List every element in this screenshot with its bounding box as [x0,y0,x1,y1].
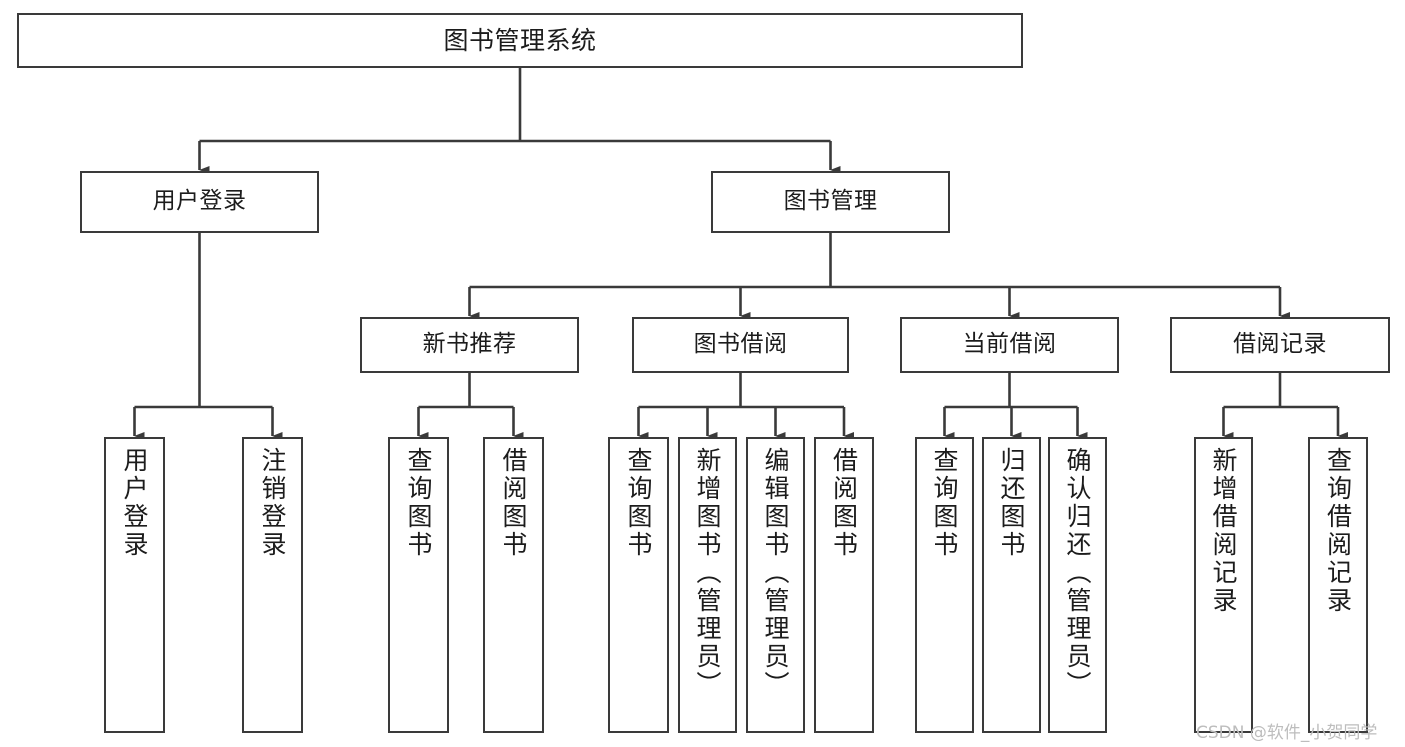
node-current[interactable]: 当前借阅 [900,317,1119,373]
node-leaf-edit-book[interactable]: 编辑图书（管理员） [746,437,805,733]
csdn-watermark: CSDN @软件_小贺同学 [1196,723,1378,743]
node-label-root: 图书管理系统 [443,25,597,55]
node-leaf-add-book[interactable]: 新增图书（管理员） [678,437,737,733]
node-label-leaf-borrow-book-2: 借阅图书 [829,447,859,559]
node-label-newbook: 新书推荐 [422,331,517,358]
node-records[interactable]: 借阅记录 [1170,317,1390,373]
node-label-leaf-query-record: 查询借阅记录 [1323,447,1353,615]
node-label-records: 借阅记录 [1233,331,1327,358]
node-borrow[interactable]: 图书借阅 [632,317,849,373]
node-newbook[interactable]: 新书推荐 [360,317,579,373]
node-root[interactable]: 图书管理系统 [17,13,1023,68]
node-label-leaf-user-login: 用户登录 [120,447,149,559]
node-leaf-query-book-1[interactable]: 查询图书 [388,437,449,733]
node-leaf-user-logout[interactable]: 注销登录 [242,437,303,733]
node-leaf-confirm-return[interactable]: 确认归还（管理员） [1048,437,1107,733]
node-login[interactable]: 用户登录 [80,171,319,233]
node-label-leaf-query-book-2: 查询图书 [624,447,653,559]
node-leaf-user-login[interactable]: 用户登录 [104,437,165,733]
node-label-current: 当前借阅 [962,331,1057,358]
node-bookmgmt[interactable]: 图书管理 [711,171,950,233]
node-label-leaf-edit-book: 编辑图书（管理员） [761,447,790,699]
node-label-login: 用户登录 [152,188,247,215]
node-leaf-borrow-book-2[interactable]: 借阅图书 [814,437,874,733]
node-leaf-query-book-3[interactable]: 查询图书 [915,437,974,733]
node-label-leaf-add-record: 新增借阅记录 [1209,447,1238,615]
node-label-leaf-add-book: 新增图书（管理员） [693,447,722,699]
node-leaf-query-book-2[interactable]: 查询图书 [608,437,669,733]
node-label-leaf-user-logout: 注销登录 [258,447,287,559]
node-label-borrow: 图书借阅 [693,331,788,358]
node-leaf-add-record[interactable]: 新增借阅记录 [1194,437,1253,733]
node-leaf-return-book[interactable]: 归还图书 [982,437,1041,733]
node-leaf-query-record[interactable]: 查询借阅记录 [1308,437,1368,733]
node-leaf-borrow-book-1[interactable]: 借阅图书 [483,437,544,733]
node-label-bookmgmt: 图书管理 [783,188,878,215]
node-label-leaf-query-book-3: 查询图书 [930,447,959,559]
node-label-leaf-confirm-return: 确认归还（管理员） [1063,447,1092,699]
node-label-leaf-borrow-book-1: 借阅图书 [499,447,528,559]
node-label-leaf-query-book-1: 查询图书 [404,447,433,559]
node-label-leaf-return-book: 归还图书 [997,447,1026,559]
